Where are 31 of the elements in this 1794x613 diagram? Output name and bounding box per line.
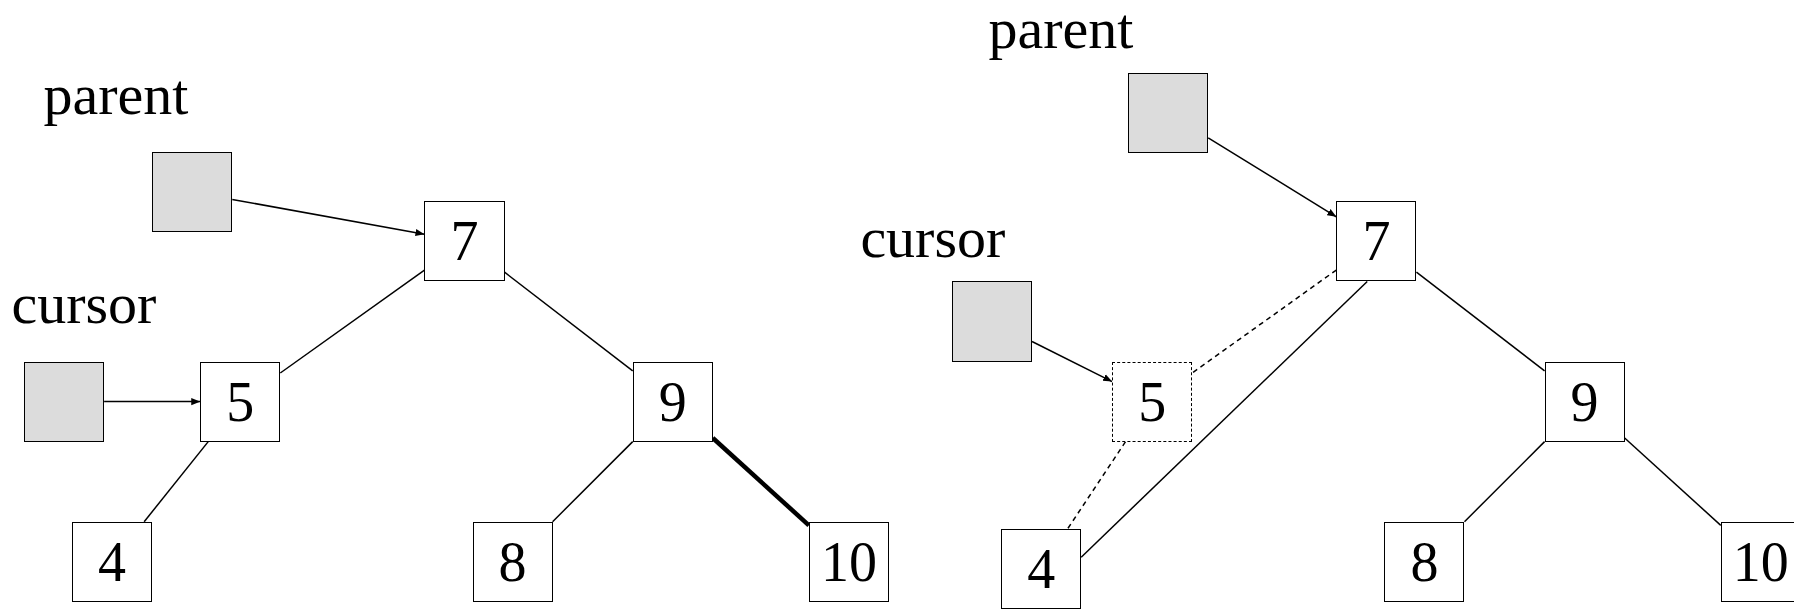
arrow [1207, 137, 1338, 218]
tree-node-box: 7 [424, 201, 505, 282]
tree-node-box: 4 [72, 521, 153, 602]
arrow [1031, 340, 1113, 383]
arrow [103, 398, 201, 406]
connector-line [1623, 437, 1722, 527]
connector-line [503, 271, 634, 372]
connector-line [1415, 271, 1546, 372]
pointer-label: cursor [11, 274, 157, 333]
connector-line [1463, 440, 1546, 523]
tree-node-box: 5 [1112, 361, 1193, 442]
connector-line [143, 440, 209, 523]
connector-line [551, 440, 634, 523]
arrow [231, 198, 426, 237]
connector-line [711, 436, 811, 528]
tree-node-box: 9 [1544, 361, 1625, 442]
tree-node-box: 8 [1384, 521, 1465, 602]
pointer-label: cursor [860, 209, 1006, 268]
tree-node-box: 9 [632, 361, 713, 442]
tree-node-box: 10 [808, 521, 889, 602]
pointer-label: parent [988, 0, 1134, 58]
tree-node-box: 8 [472, 521, 553, 602]
connector-line [279, 269, 426, 374]
tree-node-box: 4 [1001, 528, 1082, 609]
connector-line [1080, 280, 1368, 558]
tree-node-box: 5 [200, 361, 281, 442]
tree-node-box: 7 [1336, 201, 1417, 282]
connector-line [1067, 440, 1127, 530]
tree-node-box: 10 [1720, 521, 1794, 602]
connector-line [1191, 269, 1338, 374]
pointer-label: parent [43, 66, 189, 125]
